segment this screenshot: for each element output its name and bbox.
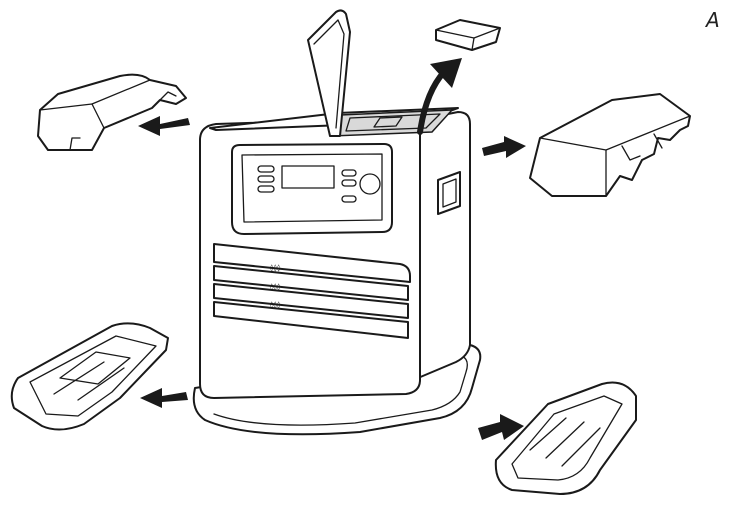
svg-text:◊◊◊: ◊◊◊ (270, 283, 281, 291)
packing-bottom-right (494, 381, 637, 495)
panel-button (341, 179, 357, 187)
arrow-left-bottom (140, 388, 188, 408)
packing-top-right (529, 93, 691, 197)
heater-body: ◊◊◊ ◊◊◊ ◊◊◊ (192, 107, 482, 436)
tank-cap (435, 19, 501, 51)
panel-button (257, 165, 275, 173)
lift-arrow (417, 58, 462, 135)
panel-button (257, 185, 275, 193)
svg-text:◊◊◊: ◊◊◊ (270, 264, 281, 272)
panel-button (257, 175, 275, 183)
open-tank-lid (307, 9, 351, 137)
svg-text:◊◊◊: ◊◊◊ (270, 301, 281, 309)
control-knob (359, 173, 381, 195)
arrow-right-top (482, 136, 526, 158)
display-window (281, 165, 335, 189)
panel-button (341, 169, 357, 177)
front-grille: ◊◊◊ ◊◊◊ ◊◊◊ (213, 243, 411, 339)
arrow-right-bottom (478, 414, 524, 440)
arrow-left-top (138, 116, 190, 136)
figure-letter: A (706, 8, 720, 32)
packing-top-left (37, 73, 187, 151)
panel-button (341, 195, 357, 203)
packing-bottom-left (10, 322, 169, 431)
side-handle (437, 171, 461, 215)
heater-side (417, 111, 471, 379)
